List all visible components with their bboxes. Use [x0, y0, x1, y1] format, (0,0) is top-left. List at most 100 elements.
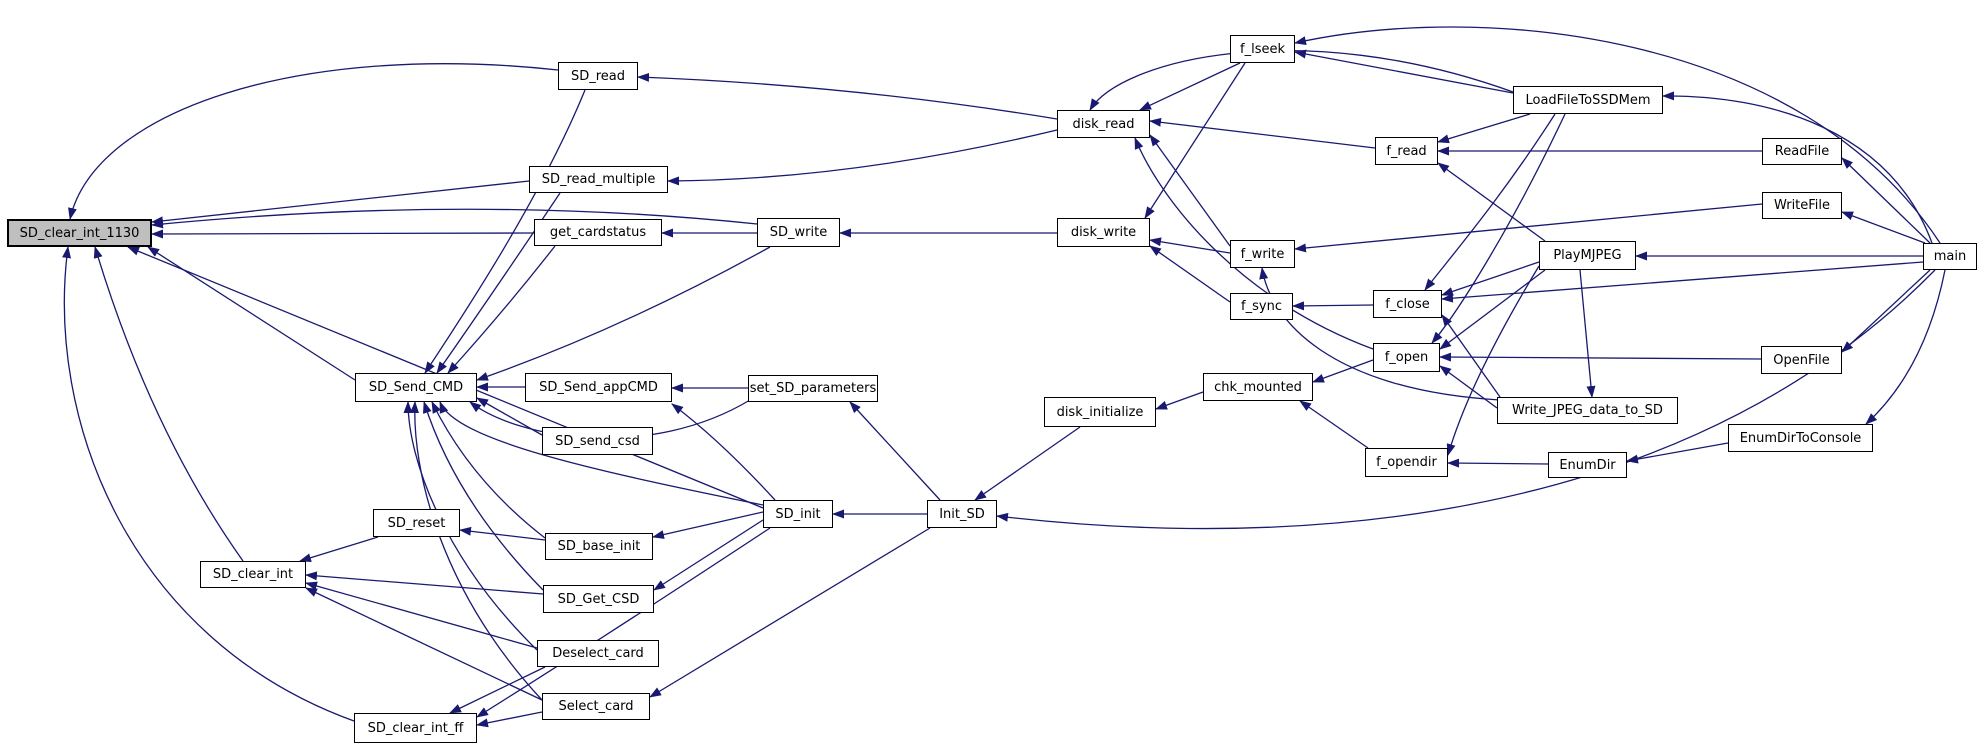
node-SD_read[interactable]: SD_read — [558, 62, 638, 90]
edge-main-f_lseek — [1294, 26, 1941, 244]
node-disk_read[interactable]: disk_read — [1057, 110, 1150, 138]
node-SD_clear_int[interactable]: SD_clear_int — [200, 561, 306, 588]
edge-PlayMJPEG-f_opendir — [1446, 265, 1540, 456]
edge-LoadFileToSSDMem-disk_read — [1089, 50, 1514, 111]
edge-SD_write-SD_clear_int_1130 — [151, 208, 758, 229]
node-Write_JPEG_data_to_SD[interactable]: Write_JPEG_data_to_SD — [1497, 397, 1678, 424]
node-f_sync[interactable]: f_sync — [1230, 293, 1293, 320]
node-Deselect_card[interactable]: Deselect_card — [537, 640, 659, 667]
node-Init_SD[interactable]: Init_SD — [927, 500, 997, 528]
edge-SD_read_multiple-SD_Send_CMD — [436, 192, 561, 374]
edge-Select_card-SD_Send_CMD — [410, 401, 543, 701]
edge-f_lseek-disk_write — [1144, 62, 1246, 219]
node-f_read[interactable]: f_read — [1375, 137, 1438, 165]
edge-main-ReadFile — [1841, 157, 1931, 244]
node-SD_Send_CMD[interactable]: SD_Send_CMD — [355, 373, 477, 402]
edge-f_sync-disk_write — [1149, 245, 1231, 303]
edge-Init_SD-Select_card — [649, 527, 931, 698]
edge-SD_read-SD_Send_CMD — [424, 89, 586, 374]
edge-PlayMJPEG-f_open — [1439, 269, 1546, 350]
node-SD_write[interactable]: SD_write — [757, 218, 840, 247]
node-disk_initialize[interactable]: disk_initialize — [1044, 397, 1156, 427]
edge-SD_Get_CSD-SD_clear_int — [305, 571, 544, 595]
edge-SD_init-SD_Send_appCMD — [671, 403, 776, 501]
node-f_lseek[interactable]: f_lseek — [1230, 35, 1295, 63]
node-SD_Get_CSD[interactable]: SD_Get_CSD — [543, 585, 654, 613]
edge-Write_JPEG_data_to_SD-f_close — [1441, 314, 1501, 398]
edge-f_read-disk_read — [1149, 117, 1376, 149]
edge-main-OpenFile — [1841, 269, 1931, 353]
edge-EnumDir-f_opendir — [1447, 458, 1549, 468]
edge-SD_read-SD_clear_int_1130 — [68, 63, 559, 220]
edge-Write_JPEG_data_to_SD-f_write — [1259, 267, 1501, 401]
node-SD_init[interactable]: SD_init — [763, 500, 833, 528]
node-EnumDirToConsole[interactable]: EnumDirToConsole — [1728, 424, 1873, 452]
node-SD_clear_int_1130[interactable]: SD_clear_int_1130 — [7, 219, 152, 247]
edge-PlayMJPEG-f_close — [1441, 261, 1540, 296]
edge-Write_JPEG_data_to_SD-f_open — [1439, 365, 1498, 409]
node-SD_clear_int_ff[interactable]: SD_clear_int_ff — [354, 713, 477, 743]
edge-SD_base_init-SD_reset — [459, 526, 546, 541]
node-chk_mounted[interactable]: chk_mounted — [1203, 373, 1313, 401]
edge-Init_SD-set_SD_parameters — [849, 401, 941, 501]
edge-SD_init-SD_base_init — [652, 511, 764, 539]
node-f_write[interactable]: f_write — [1230, 240, 1295, 268]
node-set_SD_parameters[interactable]: set_SD_parameters — [748, 375, 878, 402]
node-main[interactable]: main — [1923, 243, 1977, 270]
node-f_opendir[interactable]: f_opendir — [1365, 448, 1448, 477]
edge-SD_init-SD_clear_int_ff — [476, 527, 771, 718]
edge-LoadFileToSSDMem-f_read — [1437, 113, 1531, 144]
edge-f_open-disk_read — [1134, 137, 1374, 350]
edge-f_lseek-disk_read — [1139, 62, 1241, 111]
edge-f_close-f_sync — [1292, 301, 1374, 311]
edge-main-LoadFileToSSDMem — [1662, 91, 1933, 244]
edge-SD_base_init-SD_Send_CMD — [431, 401, 546, 539]
node-LoadFileToSSDMem[interactable]: LoadFileToSSDMem — [1513, 86, 1663, 114]
edge-main-Init_SD — [996, 269, 1936, 530]
node-ReadFile[interactable]: ReadFile — [1762, 138, 1842, 165]
edge-SD_Get_CSD-SD_Send_CMD — [423, 401, 544, 591]
node-OpenFile[interactable]: OpenFile — [1761, 346, 1842, 374]
edge-SD_init-SD_Get_CSD — [653, 519, 764, 591]
edge-main-WriteFile — [1841, 211, 1926, 244]
node-SD_Send_appCMD[interactable]: SD_Send_appCMD — [525, 373, 672, 402]
edge-main-f_close — [1441, 261, 1924, 303]
node-SD_read_multiple[interactable]: SD_read_multiple — [529, 166, 668, 193]
node-get_cardstatus[interactable]: get_cardstatus — [534, 219, 662, 246]
edge-f_write-disk_write — [1149, 237, 1231, 254]
edge-Deselect_card-SD_clear_int_ff — [449, 666, 546, 714]
node-PlayMJPEG[interactable]: PlayMJPEG — [1539, 241, 1636, 270]
node-Select_card[interactable]: Select_card — [542, 693, 650, 720]
edge-disk_read-SD_read — [637, 72, 1058, 120]
edge-LoadFileToSSDMem-f_close — [1424, 113, 1556, 291]
edge-disk_read-SD_read_multiple — [667, 129, 1058, 186]
node-SD_base_init[interactable]: SD_base_init — [545, 533, 653, 560]
node-WriteFile[interactable]: WriteFile — [1762, 192, 1842, 219]
node-EnumDir[interactable]: EnumDir — [1548, 452, 1627, 478]
edge-SD_write-SD_Send_CMD — [476, 246, 771, 381]
edge-f_open-chk_mounted — [1312, 359, 1374, 383]
edge-SD_clear_int_ff-SD_clear_int_1130 — [62, 246, 355, 722]
node-f_open[interactable]: f_open — [1373, 343, 1440, 372]
edge-SD_reset-SD_clear_int — [299, 536, 379, 563]
node-SD_reset[interactable]: SD_reset — [373, 509, 460, 537]
node-disk_write[interactable]: disk_write — [1057, 218, 1150, 247]
edge-disk_initialize-Init_SD — [974, 426, 1081, 501]
edge-Deselect_card-SD_clear_int — [305, 581, 538, 649]
edge-SD_clear_int-SD_clear_int_1130 — [93, 246, 244, 562]
edge-WriteFile-f_write — [1294, 203, 1763, 253]
node-SD_send_csd[interactable]: SD_send_csd — [542, 427, 653, 455]
edge-get_cardstatus-SD_clear_int_1130 — [151, 229, 535, 239]
edge-main-EnumDirToConsole — [1865, 269, 1946, 425]
edge-LoadFileToSSDMem-f_lseek — [1294, 49, 1514, 94]
edge-f_opendir-chk_mounted — [1299, 400, 1369, 449]
edge-Select_card-SD_clear_int_ff — [476, 711, 543, 728]
edge-SD_read_multiple-SD_clear_int_1130 — [151, 180, 530, 226]
edge-LoadFileToSSDMem-f_open — [1431, 113, 1566, 344]
edge-PlayMJPEG-Write_JPEG_data_to_SD — [1579, 269, 1596, 398]
edge-get_cardstatus-SD_Send_CMD — [447, 245, 556, 374]
edge-SD_Send_CMD-SD_clear_int_1130 — [147, 246, 356, 381]
node-f_close[interactable]: f_close — [1373, 290, 1442, 318]
